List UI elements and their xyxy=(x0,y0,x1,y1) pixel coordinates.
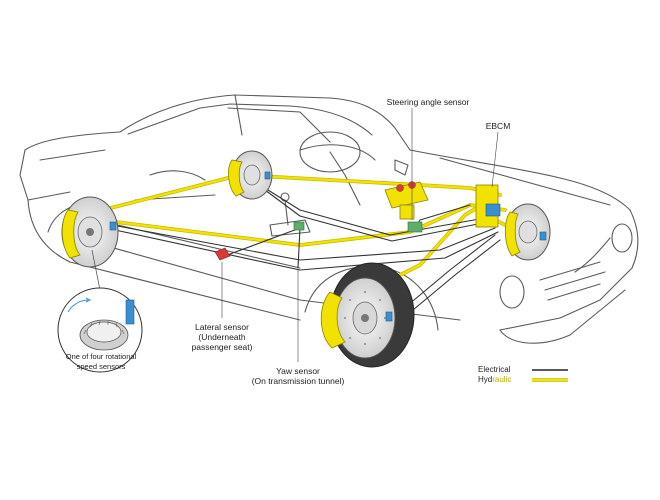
rear-right-wheel xyxy=(228,150,273,200)
front-left-caliper xyxy=(320,291,346,349)
legend-hydraulic-prefix: Hyd xyxy=(478,375,493,384)
yaw-sensor-line1: Yaw sensor xyxy=(276,366,320,376)
ebcm-unit xyxy=(475,184,501,228)
yaw-sensor-line2: (On transmission tunnel) xyxy=(251,376,345,386)
rear-left-speed-sensor xyxy=(109,221,117,231)
yaw-sensor-label: Yaw sensor (On transmission tunnel) xyxy=(252,366,345,386)
legend-hydraulic-label: Hydraulic xyxy=(478,375,511,384)
yaw-sensor xyxy=(293,221,305,231)
front-left-wheel xyxy=(320,262,415,368)
front-left-speed-sensor xyxy=(385,311,393,322)
speed-sensor-label: One of four rotational speed sensors xyxy=(63,352,139,371)
ebcm-label: EBCM xyxy=(485,121,511,131)
legend-electrical-label: Electrical xyxy=(478,365,511,374)
rear-right-caliper xyxy=(228,159,245,197)
lateral-sensor-line2: (Underneath xyxy=(198,332,246,342)
inset-speed-sensor xyxy=(125,299,135,325)
steering-angle-sensor xyxy=(407,221,423,233)
speed-sensor-inset xyxy=(57,249,143,373)
lateral-sensor-line3: passenger seat) xyxy=(191,342,253,352)
speed-sensor-line2: speed sensors xyxy=(76,361,126,371)
front-right-speed-sensor xyxy=(539,231,547,241)
front-right-caliper xyxy=(504,211,521,257)
rear-left-caliper xyxy=(61,209,81,259)
lateral-sensor-label: Lateral sensor (Underneath passenger sea… xyxy=(192,322,253,352)
electrical-lines xyxy=(111,184,501,326)
lateral-sensor xyxy=(214,247,231,261)
lateral-sensor-line1: Lateral sensor xyxy=(195,322,249,332)
master-cylinder xyxy=(384,181,429,220)
legend-hydraulic-suffix: raulic xyxy=(492,375,512,384)
front-right-wheel xyxy=(504,203,551,261)
rear-right-speed-sensor xyxy=(264,171,271,180)
rear-left-wheel xyxy=(61,196,119,268)
legend xyxy=(532,369,568,382)
steering-angle-sensor-label: Steering angle sensor xyxy=(386,97,470,107)
speed-sensor-line1: One of four rotational xyxy=(65,352,137,361)
leader-lines xyxy=(221,108,499,362)
